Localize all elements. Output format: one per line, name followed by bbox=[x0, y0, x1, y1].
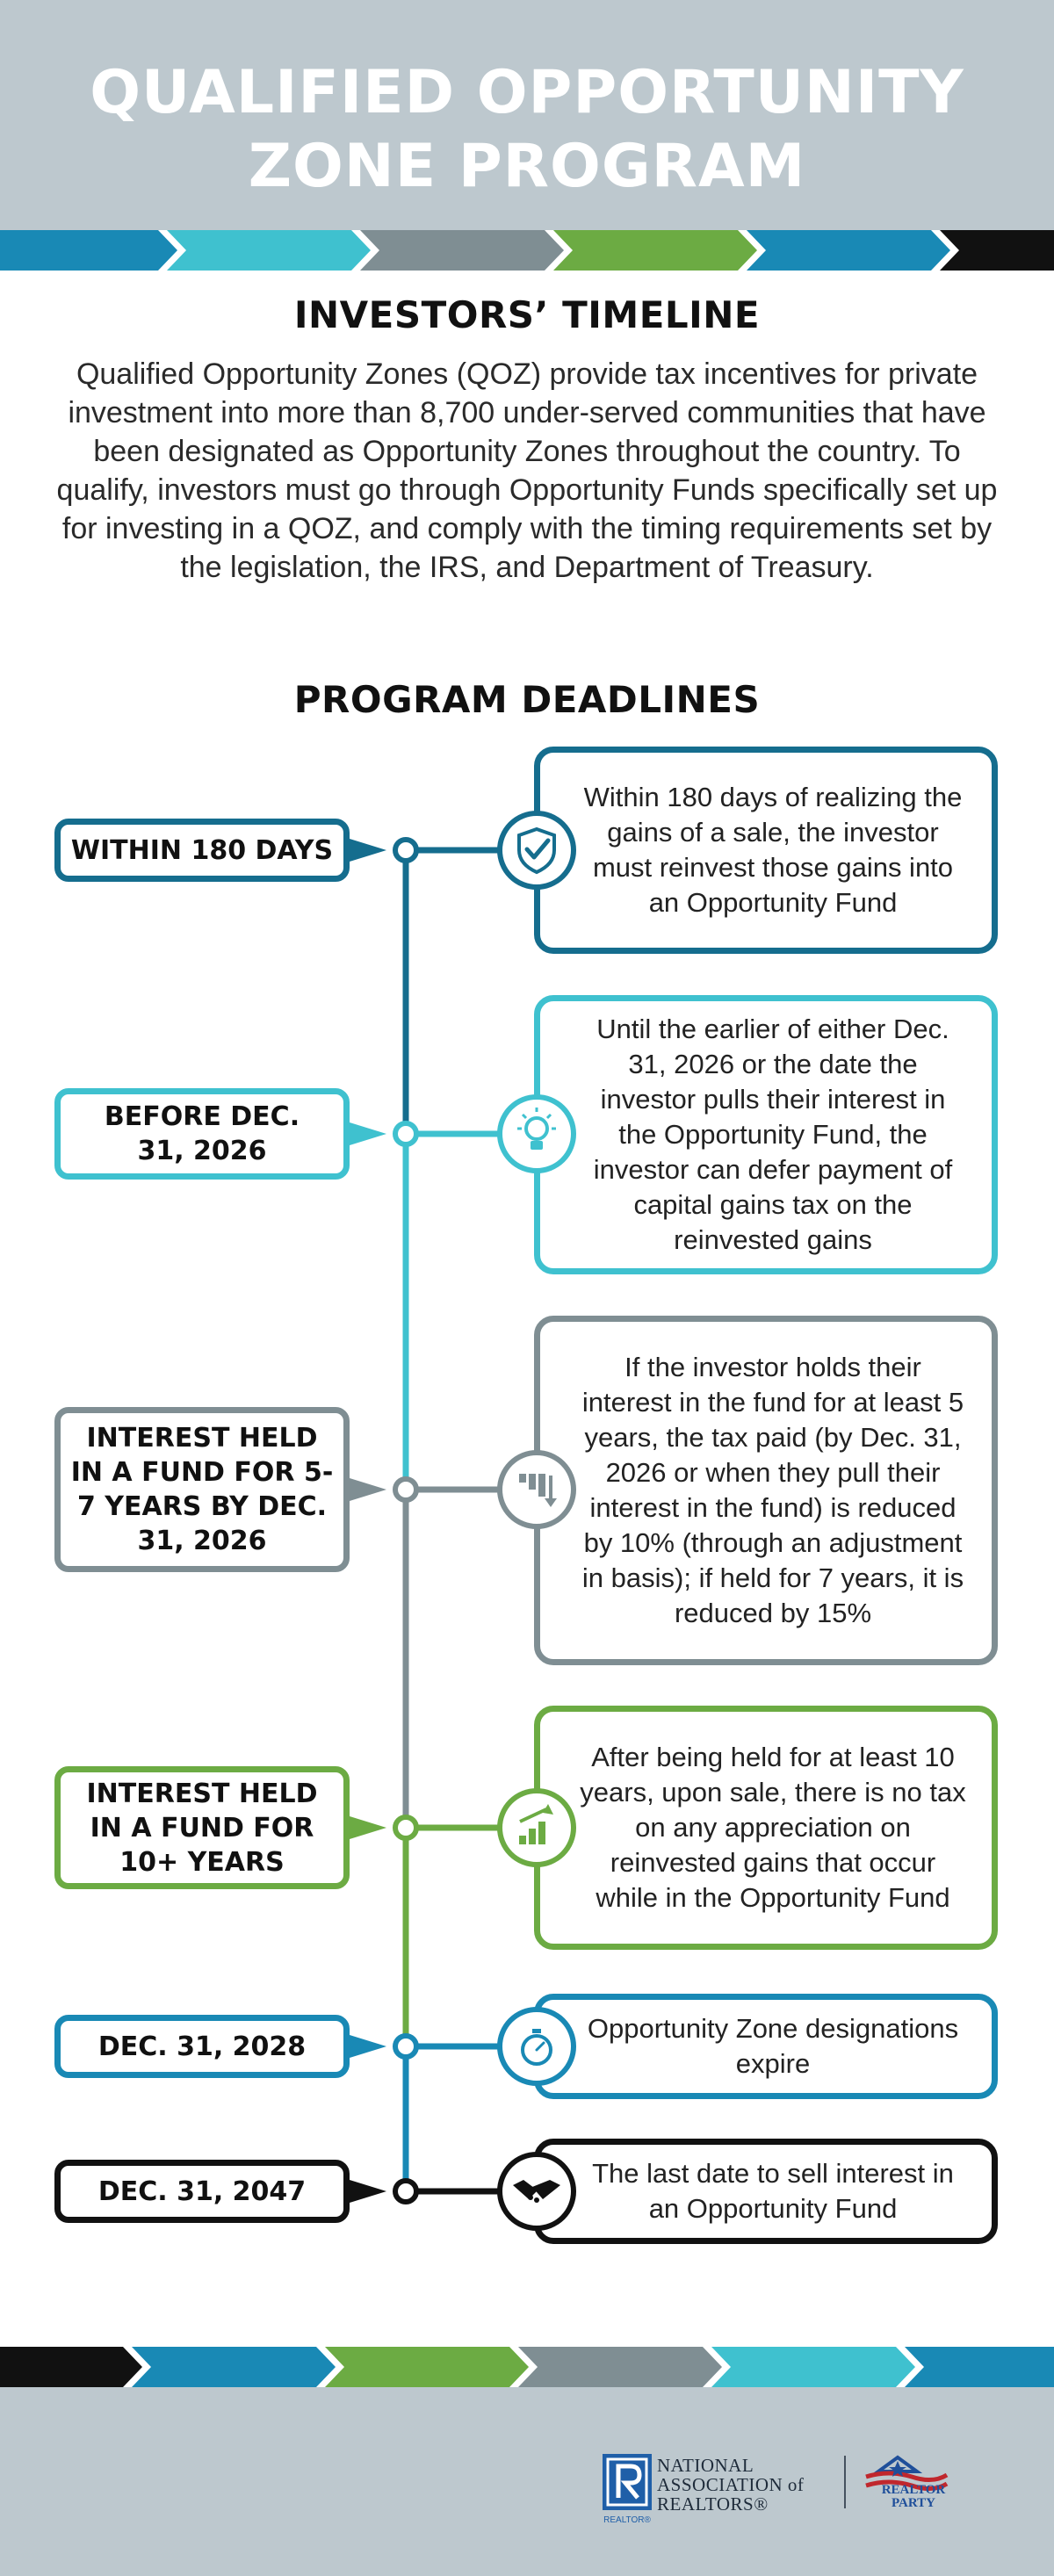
deadline-description-4-text: After being held for at least 10 years, … bbox=[580, 1742, 966, 1913]
deadline-label-1-text: WITHIN 180 DAYS bbox=[70, 834, 334, 866]
deadline-label-3-text: INTEREST HELD IN A FUND FOR 5-7 YEARS BY… bbox=[70, 1423, 334, 1556]
bar-chart-down-icon bbox=[497, 1450, 576, 1529]
deadline-label-2-text: BEFORE DEC. 31, 2026 bbox=[104, 1101, 300, 1166]
deadline-label-3: INTEREST HELD IN A FUND FOR 5-7 YEARS BY… bbox=[54, 1407, 350, 1572]
pointer-arrow-2 bbox=[350, 1122, 386, 1145]
deadline-description-6-text: The last date to sell interest in an Opp… bbox=[592, 2158, 954, 2224]
timeline-node-4 bbox=[393, 1815, 419, 1841]
deadline-label-4: INTEREST HELD IN A FUND FOR 10+ YEARS bbox=[54, 1766, 350, 1889]
timeline-node-6 bbox=[393, 2178, 419, 2204]
deadline-label-4-text: INTEREST HELD IN A FUND FOR 10+ YEARS bbox=[86, 1778, 318, 1878]
page-title: QUALIFIED OPPORTUNITY ZONE PROGRAM bbox=[0, 56, 1054, 204]
deadline-description-5-text: Opportunity Zone designations expire bbox=[587, 2013, 959, 2079]
handshake-icon bbox=[497, 2152, 576, 2231]
deadline-description-2: Until the earlier of either Dec. 31, 202… bbox=[534, 995, 998, 1274]
deadline-description-3: If the investor holds their interest in … bbox=[534, 1316, 998, 1665]
pointer-arrow-4 bbox=[350, 1816, 386, 1839]
pointer-arrow-1 bbox=[350, 839, 386, 862]
nar-logo-text: NATIONAL ASSOCIATION of REALTORS® bbox=[657, 2455, 805, 2515]
page-title-line-1: QUALIFIED OPPORTUNITY bbox=[90, 58, 964, 127]
deadline-label-2: BEFORE DEC. 31, 2026 bbox=[54, 1088, 350, 1180]
deadline-description-1-text: Within 180 days of realizing the gains o… bbox=[583, 782, 963, 918]
page-title-line-2: ZONE PROGRAM bbox=[248, 132, 806, 201]
deadline-label-5-text: DEC. 31, 2028 bbox=[97, 2031, 307, 2062]
nar-logo bbox=[603, 2454, 949, 2510]
footer-logos: NATIONAL ASSOCIATION of REALTORS® REALTO… bbox=[599, 2450, 1003, 2529]
deadline-description-4: After being held for at least 10 years, … bbox=[534, 1706, 998, 1950]
chevron-band-bottom bbox=[0, 2347, 1054, 2387]
deadline-description-1: Within 180 days of realizing the gains o… bbox=[534, 747, 998, 954]
deadline-label-1: WITHIN 180 DAYS bbox=[54, 819, 350, 882]
deadline-label-6-text: DEC. 31, 2047 bbox=[97, 2176, 307, 2207]
chevron-band-top bbox=[0, 230, 1054, 271]
deadline-description-5: Opportunity Zone designations expire bbox=[534, 1994, 998, 2099]
header-banner: QUALIFIED OPPORTUNITY ZONE PROGRAM bbox=[0, 0, 1054, 230]
investors-timeline-title: INVESTORS’ TIMELINE bbox=[293, 293, 761, 336]
pointer-arrow-3 bbox=[350, 1478, 386, 1501]
timeline-node-3 bbox=[393, 1476, 419, 1503]
deadline-label-5: DEC. 31, 2028 bbox=[54, 2015, 350, 2078]
realtor-party-logo-text: REALTOR PARTY bbox=[881, 2483, 946, 2510]
nar-logo-subtext: REALTOR® bbox=[603, 2515, 651, 2525]
bar-chart-up-icon bbox=[497, 1788, 576, 1867]
intro-paragraph: Qualified Opportunity Zones (QOZ) provid… bbox=[56, 357, 998, 584]
timeline-node-1 bbox=[393, 837, 419, 863]
stopwatch-icon bbox=[497, 2007, 576, 2086]
deadline-label-6: DEC. 31, 2047 bbox=[54, 2160, 350, 2223]
timeline-node-2 bbox=[393, 1121, 419, 1147]
deadline-description-6: The last date to sell interest in an Opp… bbox=[534, 2139, 998, 2244]
deadline-description-3-text: If the investor holds their interest in … bbox=[581, 1352, 964, 1628]
deadline-description-2-text: Until the earlier of either Dec. 31, 202… bbox=[593, 1014, 953, 1255]
timeline-node-5 bbox=[393, 2033, 419, 2060]
lightbulb-icon bbox=[497, 1094, 576, 1173]
shield-check-icon bbox=[497, 811, 576, 890]
pointer-arrow-6 bbox=[350, 2180, 386, 2203]
pointer-arrow-5 bbox=[350, 2035, 386, 2058]
program-deadlines-title: PROGRAM DEADLINES bbox=[293, 678, 761, 721]
